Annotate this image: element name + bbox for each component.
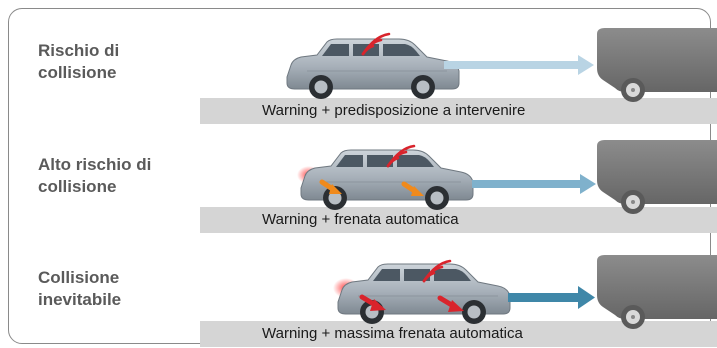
stage-title-line1: Alto rischio di: [38, 155, 152, 174]
stage-title-line2: collisione: [38, 63, 117, 82]
distance-arrow-icon: [472, 174, 596, 194]
distance-arrow-icon: [508, 286, 595, 309]
car-icon: [300, 149, 474, 211]
stage-caption: Warning + frenata automatica: [262, 211, 459, 228]
truck-icon: [597, 28, 717, 102]
truck-icon: [597, 255, 717, 329]
stage-caption: Warning + predisposizione a intervenire: [262, 102, 526, 119]
stage-caption: Warning + massima frenata automatica: [262, 325, 523, 342]
stage-title: Collisione inevitabile: [38, 267, 121, 311]
stage-title: Alto rischio di collisione: [38, 154, 151, 198]
truck-icon: [597, 140, 717, 214]
stage-title-line1: Rischio di: [38, 41, 120, 60]
stage-title-line2: inevitabile: [38, 290, 122, 309]
stage-title-line2: collisione: [38, 177, 117, 196]
stage-title: Rischio di collisione: [38, 40, 119, 84]
stage-title-line1: Collisione: [38, 268, 120, 287]
brake-arrow-icon: [359, 294, 464, 312]
distance-arrow-icon: [444, 55, 594, 75]
caption-band: [200, 98, 717, 124]
stage-low-risk: Rischio di collisione Warning + predispo…: [0, 0, 717, 124]
brake-arrow-icon: [319, 179, 424, 196]
car-icon: [337, 263, 511, 325]
car-icon: [286, 38, 460, 100]
